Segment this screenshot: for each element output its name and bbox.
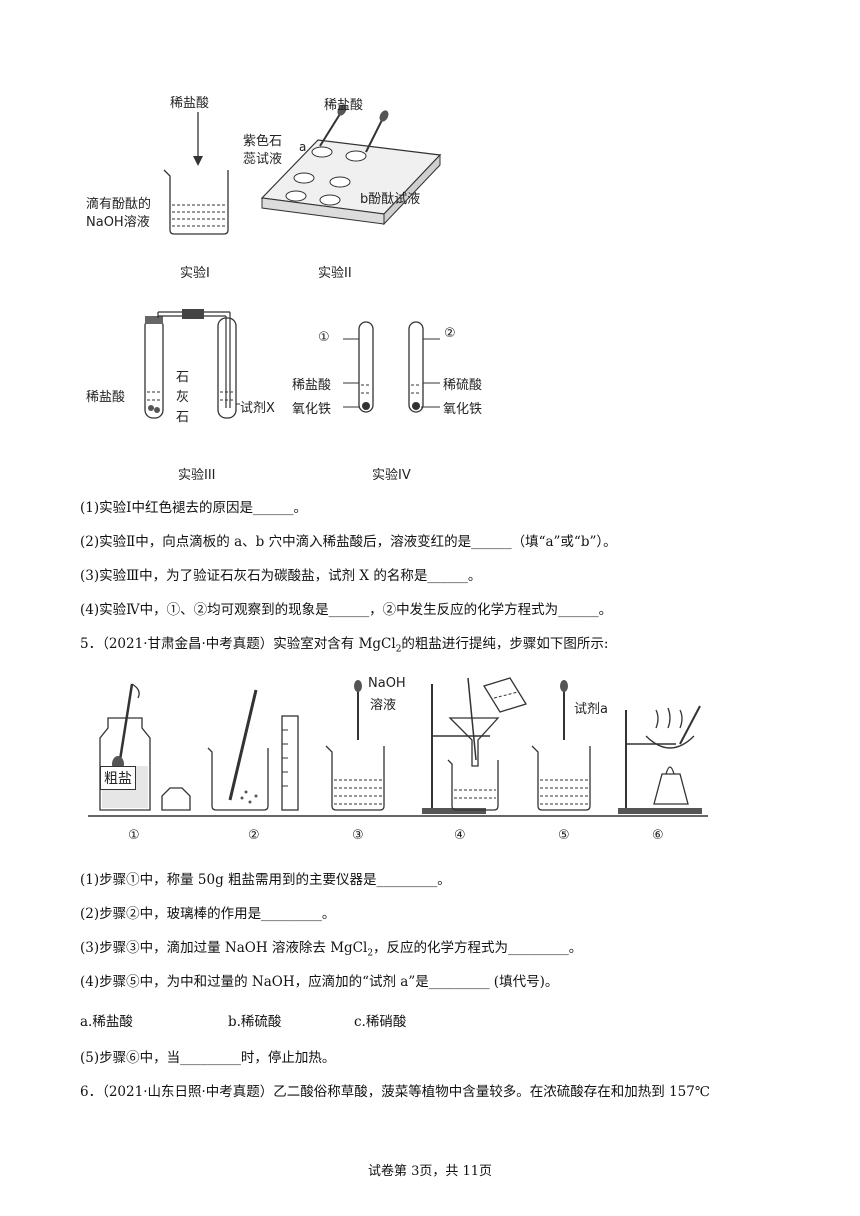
exp1-side-label-2: NaOH溶液: [86, 215, 150, 230]
exp2-label-a: a: [299, 140, 307, 154]
step-label-1: ①: [128, 828, 140, 843]
q5-intro: 5．（2021·甘肃金昌·中考真题）实验室对含有 MgCl2的粗盐进行提纯，步骤…: [80, 632, 608, 655]
salt-label: 粗盐: [100, 766, 136, 790]
page-footer: 试卷第 3页，共 11页: [367, 1164, 493, 1179]
naoh-label-1: NaOH: [368, 676, 406, 691]
q4-line-4: (4)实验Ⅳ中，①、②均可观察到的现象是______，②中发生反应的化学方程式为…: [80, 602, 613, 618]
q5-line-1: (1)步骤①中，称量 50g 粗盐需用到的主要仪器是_________。: [80, 872, 451, 888]
step-label-5: ⑤: [558, 828, 570, 843]
naoh-label-2: 溶液: [370, 698, 397, 713]
q5-option-c: c.稀硝酸: [354, 1014, 407, 1030]
exp1-caption: 实验I: [180, 266, 210, 281]
reagent-a-label: 试剂a: [574, 702, 608, 717]
q5-line-3-b: ，反应的化学方程式为_________。: [373, 940, 583, 956]
q4-line-3: (3)实验Ⅲ中，为了验证石灰石为碳酸盐，试剂 X 的名称是______。: [80, 568, 482, 584]
q6-intro: 6．（2021·山东日照·中考真题）乙二酸俗称草酸，菠菜等植物中含量较多。在浓硫…: [80, 1084, 710, 1100]
q5-line-3-a: (3)步骤③中，滴加过量 NaOH 溶液除去 MgCl: [80, 940, 368, 956]
exp4-hcl-label: 稀盐酸: [292, 378, 332, 393]
q4-line-2: (2)实验Ⅱ中，向点滴板的 a、b 穴中滴入稀盐酸后，溶液变红的是______（…: [80, 534, 617, 550]
salt-purification-drawing: [88, 677, 708, 817]
step5-add-reagent: [531, 680, 591, 811]
q5-option-a: a.稀盐酸: [80, 1014, 133, 1030]
exp2-caption: 实验II: [318, 266, 352, 281]
exp4-num1-label: ①: [318, 330, 330, 345]
q5-intro-sub: 2: [395, 644, 402, 655]
exp4-h2so4-label: 稀硫酸: [443, 378, 483, 393]
exp3-reagent-label: 试剂X: [240, 401, 275, 416]
q5-intro-b: 的粗盐进行提纯，步骤如下图所示:: [401, 636, 609, 652]
exp2-label-b: b酚酞试液: [360, 192, 421, 207]
exp3-acid-label: 稀盐酸: [86, 390, 126, 405]
exp2-spot-plate: [260, 104, 442, 226]
exp4-tubes: [343, 321, 440, 413]
q5-line-2: (2)步骤②中，玻璃棒的作用是_________。: [80, 906, 336, 922]
q5-line-4: (4)步骤⑤中，为中和过量的 NaOH，应滴加的“试剂 a”是_________…: [80, 974, 559, 990]
exp3-stone-label-2: 灰: [176, 390, 190, 405]
exp2-purple-label-1: 紫色石: [243, 134, 283, 149]
step1-jar: [99, 683, 191, 811]
step3-add-naoh: [325, 680, 385, 811]
step-label-2: ②: [248, 828, 260, 843]
exp4-caption: 实验IV: [372, 468, 411, 483]
step-label-6: ⑥: [652, 828, 664, 843]
q5-line-3: (3)步骤③中，滴加过量 NaOH 溶液除去 MgCl2，反应的化学方程式为__…: [80, 936, 582, 959]
exp3-apparatus: [144, 309, 240, 419]
exp3-stone-label-1: 石: [176, 370, 190, 385]
q5-figure: 粗盐 NaOH 溶液 试剂a ① ② ③ ④ ⑤ ⑥: [80, 670, 720, 850]
figure-experiments: 稀盐酸 滴有酚酞的 NaOH溶液 实验I 稀盐酸 紫色石 蕊试液 a b酚酞试液…: [0, 0, 860, 490]
step-label-3: ③: [352, 828, 364, 843]
q4-line-1: (1)实验Ⅰ中红色褪去的原因是______。: [80, 500, 307, 516]
exp1-top-label: 稀盐酸: [170, 96, 210, 111]
experiment-apparatus-drawing: [144, 104, 442, 419]
exp4-fe2-label: 氧化铁: [443, 402, 483, 417]
step4-filtration: [422, 677, 527, 814]
q5-line-3-sub: 2: [367, 948, 374, 959]
q5-intro-a: 5．（2021·甘肃金昌·中考真题）实验室对含有 MgCl: [80, 636, 396, 652]
exp2-top-label: 稀盐酸: [324, 98, 364, 113]
q5-option-b: b.稀硫酸: [228, 1014, 282, 1030]
exp4-fe1-label: 氧化铁: [292, 402, 332, 417]
q5-line-5: (5)步骤⑥中，当_________时，停止加热。: [80, 1050, 336, 1066]
exp3-stone-label-3: 石: [176, 410, 190, 425]
step2-dissolve: [207, 689, 299, 811]
step-label-4: ④: [454, 828, 466, 843]
exp4-num2-label: ②: [444, 326, 456, 341]
exp1-beaker: [163, 112, 229, 235]
step6-evaporation: [618, 705, 702, 814]
exp1-side-label-1: 滴有酚酞的: [86, 197, 152, 212]
exp3-caption: 实验III: [178, 468, 216, 483]
exp2-purple-label-2: 蕊试液: [243, 152, 283, 167]
